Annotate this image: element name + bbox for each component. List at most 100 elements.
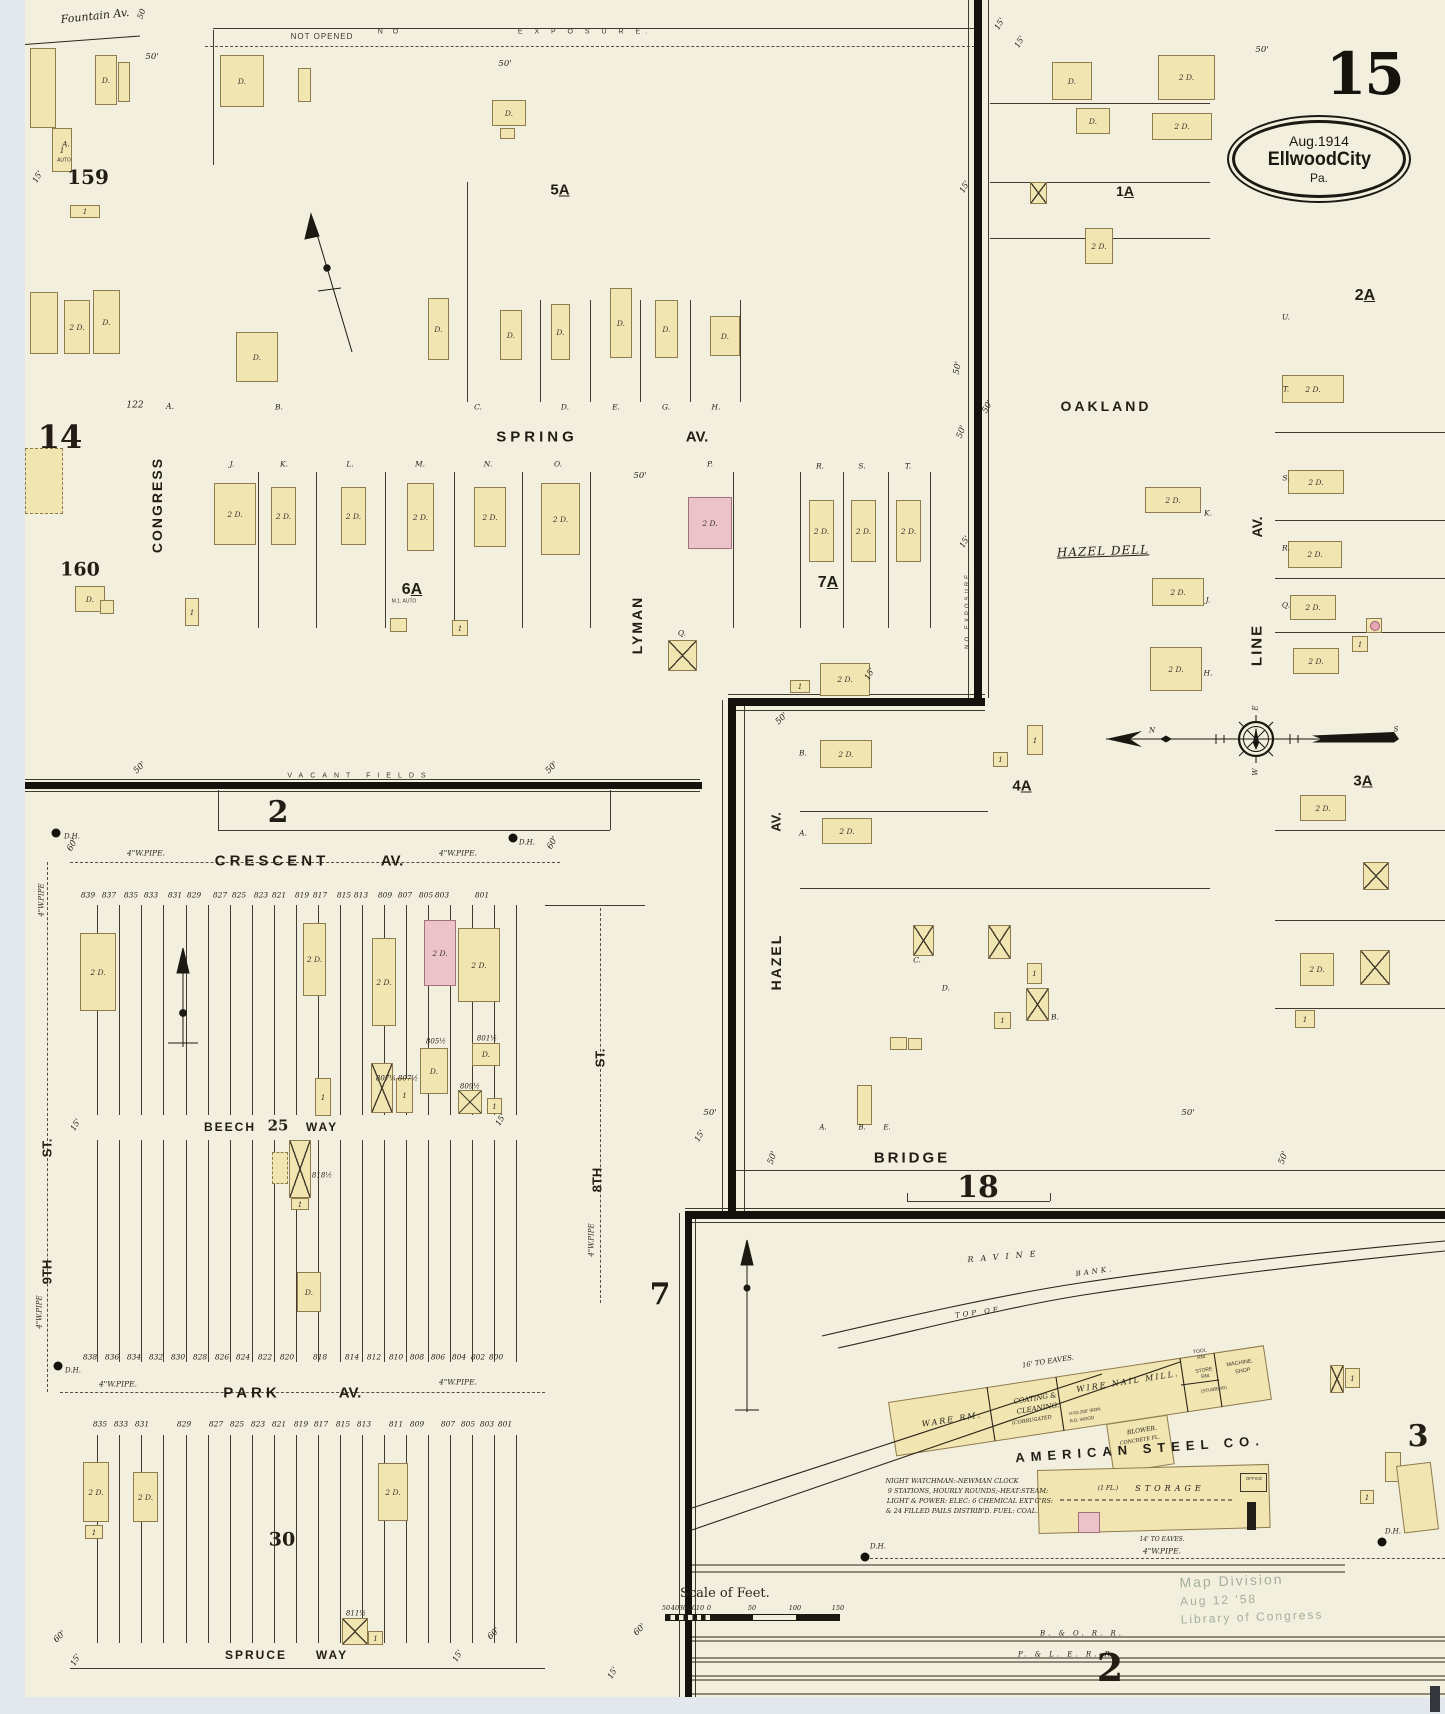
building-label: 2 D.	[1307, 550, 1323, 559]
block-7: 7	[649, 1277, 671, 1312]
map-line	[610, 790, 611, 830]
map-label: 60'	[51, 1628, 69, 1646]
map-label: O.	[553, 459, 563, 469]
map-label: 825	[229, 1419, 245, 1429]
building	[1240, 1473, 1267, 1492]
map-label: RAVINE	[967, 1248, 1043, 1265]
map-label: ST.	[39, 1138, 55, 1158]
building: 2 D.	[1288, 470, 1344, 494]
lot-line	[208, 1140, 209, 1362]
lot-line	[450, 905, 451, 1115]
building-label: 2 D.	[1315, 803, 1331, 813]
building-label: D.	[616, 318, 626, 328]
lot-line	[340, 1140, 341, 1362]
building-label: 2 D.	[412, 512, 429, 522]
building: 2 D.	[1152, 113, 1212, 140]
map-line	[385, 472, 386, 628]
map-label: 4"W.PIPE	[35, 1295, 44, 1329]
map-label: 818	[312, 1352, 328, 1362]
building: 1	[790, 680, 810, 693]
map-label: (1 FL.)	[1097, 1485, 1119, 1492]
building: 1	[994, 1012, 1011, 1029]
map-line	[218, 830, 610, 831]
building: 2 D.	[1290, 595, 1336, 620]
building-label: 1	[320, 1092, 326, 1102]
building	[890, 1037, 907, 1050]
map-label: OFFICE	[1245, 1475, 1263, 1481]
building: 1	[1352, 636, 1368, 652]
building-label: 2 D.	[88, 1487, 104, 1497]
lot-line	[494, 1140, 495, 1362]
building: 2 D.	[809, 500, 834, 562]
street-8th: 8TH	[589, 1167, 605, 1193]
map-label: A.	[62, 140, 70, 149]
map-label: 15'	[68, 1652, 83, 1668]
map-line	[722, 700, 723, 1213]
building: 1	[291, 1198, 309, 1210]
hazel-dell: HAZEL DELL	[1056, 542, 1150, 560]
lot-line	[384, 1140, 385, 1362]
building-label: 1	[797, 682, 803, 691]
map-label: 821	[271, 890, 287, 900]
building-label: 1	[1357, 639, 1363, 649]
map-label: 822	[257, 1352, 273, 1362]
map-line	[70, 1668, 545, 1669]
map-label: P.	[707, 459, 713, 469]
block-outline	[75, 1435, 545, 1643]
building: 2 D.	[1085, 228, 1113, 264]
map-line	[990, 103, 1210, 104]
lot-line	[186, 1435, 187, 1643]
map-label: D.H.	[65, 1366, 81, 1375]
map-label: 805½	[425, 1037, 447, 1046]
map-label: NOT OPENED	[290, 32, 354, 41]
underlined-suffix: A	[1361, 772, 1373, 790]
map-label: 807½	[397, 1074, 419, 1083]
building: D.	[492, 100, 526, 126]
building	[30, 292, 58, 354]
building: 2 D.	[271, 487, 296, 545]
building-label: D.	[101, 75, 111, 85]
map-line	[1275, 920, 1445, 921]
map-line	[640, 300, 641, 402]
building-label: D.	[1067, 76, 1077, 86]
building: 1	[396, 1078, 413, 1113]
map-label: 813	[356, 1419, 372, 1429]
building: 2 D.	[1293, 648, 1339, 674]
lot-line	[406, 1140, 407, 1362]
building: 2 D.	[1158, 55, 1215, 100]
map-line	[800, 811, 988, 812]
building: 2 D.	[1300, 953, 1334, 986]
map-label: 809	[409, 1419, 425, 1429]
building-label: D.	[481, 1050, 491, 1059]
map-label: 807¼	[375, 1074, 397, 1083]
map-label: 835	[123, 890, 139, 900]
building: 1	[1360, 1490, 1374, 1504]
building	[913, 925, 934, 956]
map-line	[679, 1213, 680, 1697]
block-3a: 3A	[1353, 772, 1373, 790]
lot-line	[516, 1140, 517, 1362]
map-label: R.	[815, 461, 825, 471]
sheet-match-line	[974, 0, 982, 706]
street-bridge: BRIDGE	[873, 1149, 951, 1167]
map-label: P. & L. E. R. R.	[1017, 1650, 1119, 1659]
building-label: 2 D.	[837, 675, 853, 684]
map-label: 122	[126, 400, 144, 411]
building-label: 1	[998, 755, 1003, 764]
map-label: 4"W.PIPE.	[99, 1379, 137, 1389]
building-label: 2 D.	[1308, 477, 1324, 487]
map-label: LIGHT & POWER: ELEC: 6 CHEMICAL EXT'G'RS…	[886, 1496, 1054, 1505]
map-label: 810	[388, 1352, 404, 1362]
map-label: AUTO	[57, 157, 71, 164]
map-label: 826	[214, 1352, 230, 1362]
building: 2 D.	[851, 500, 876, 562]
map-label: 829	[186, 890, 202, 900]
fire-hydrant-dot	[860, 1552, 870, 1562]
lot-line	[450, 1140, 451, 1362]
map-line	[907, 1193, 908, 1201]
map-label: 50	[747, 1603, 757, 1612]
lot-line	[252, 1140, 253, 1362]
building	[988, 925, 1011, 959]
map-line	[545, 905, 645, 906]
map-label: 50'	[1255, 44, 1269, 55]
